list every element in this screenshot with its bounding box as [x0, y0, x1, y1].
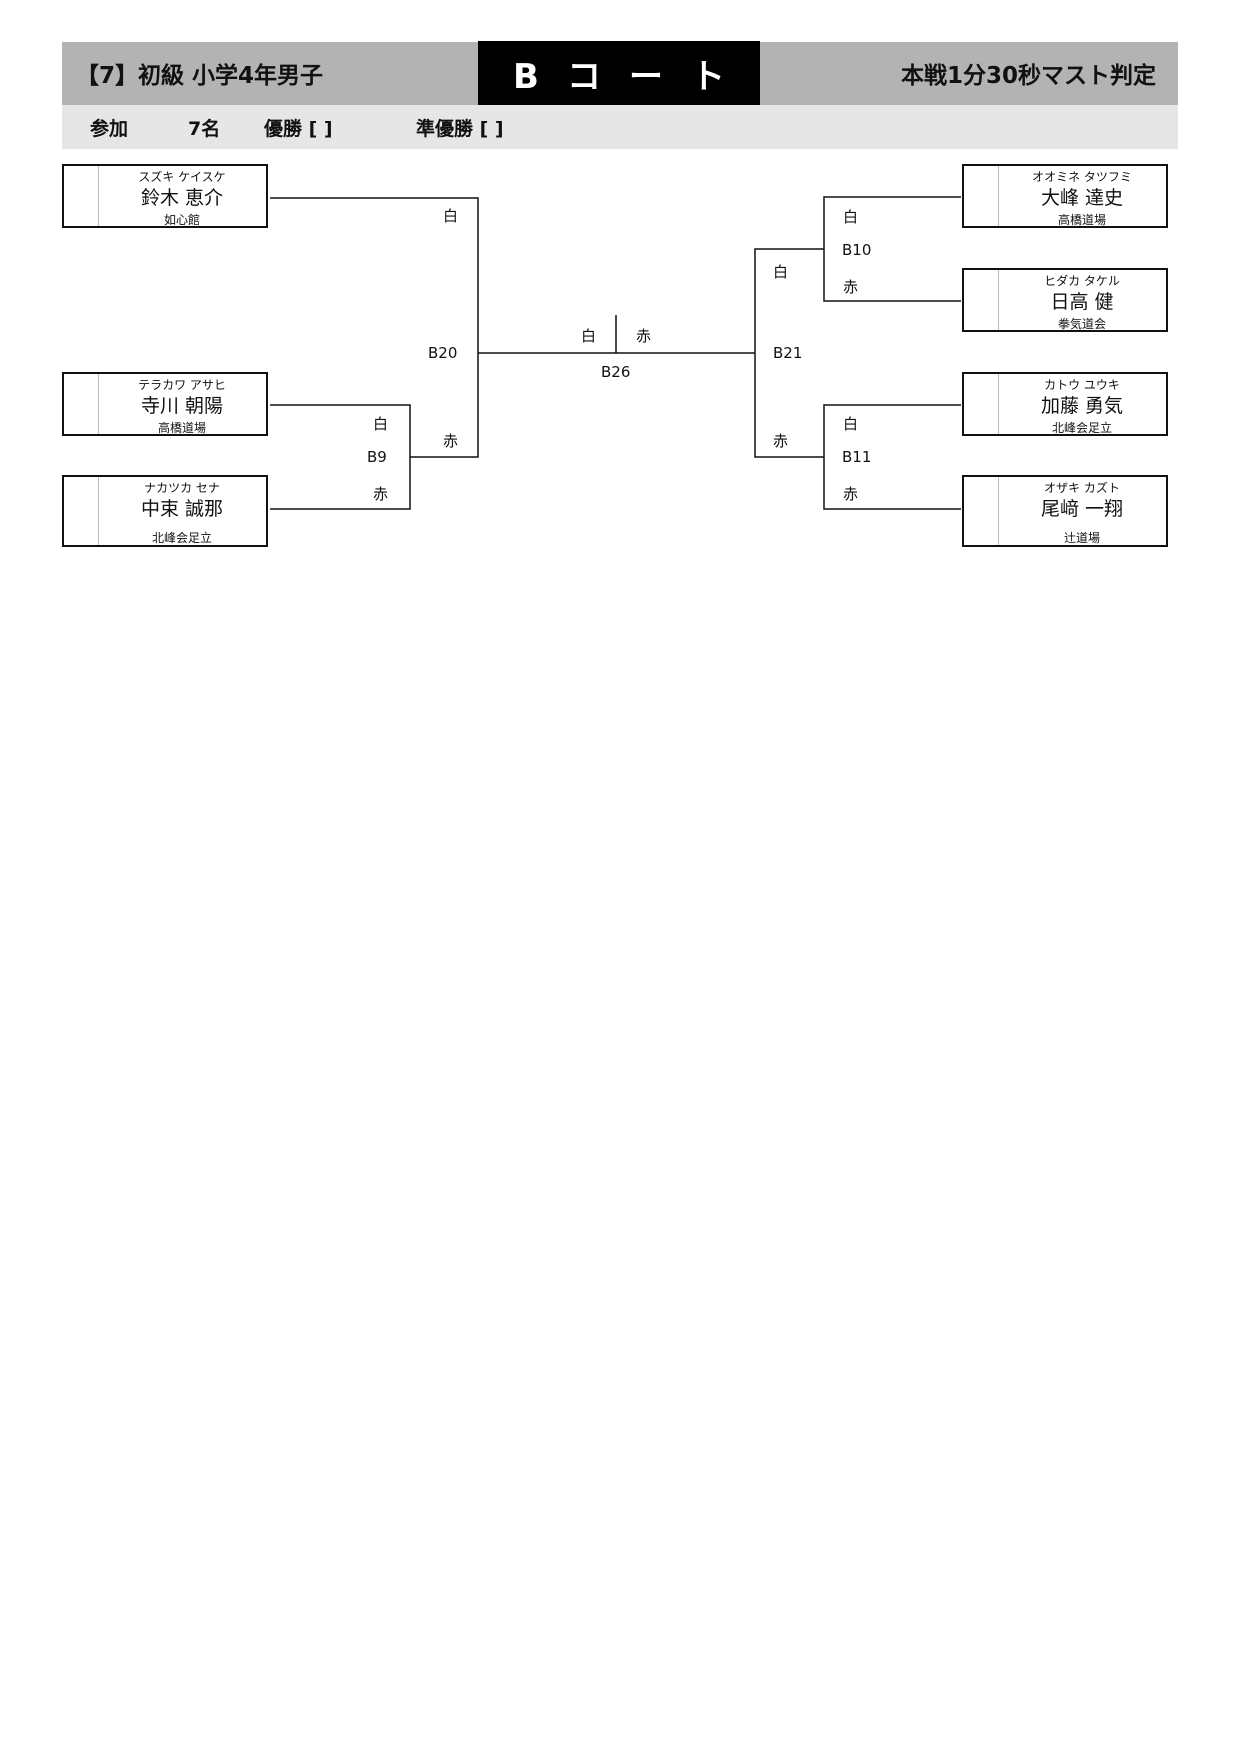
match-label-b26: B26	[601, 363, 631, 381]
winner-field: 優勝 [ ]	[264, 118, 333, 140]
entry-name: 寺川 朝陽	[140, 395, 224, 417]
line-left-2	[270, 404, 411, 510]
entry-name: 加藤 勇気	[1040, 395, 1124, 417]
entry-club: 高橋道場	[157, 421, 206, 435]
entry-club: 拳気道会	[1057, 317, 1106, 331]
entry-right-3: カトウ ユウキ 加藤 勇気 北峰会足立	[962, 372, 1168, 436]
entry-name: 尾﨑 一翔	[1040, 498, 1124, 520]
side-label-red: 赤	[373, 485, 389, 503]
entry-kana: スズキ ケイスケ	[138, 170, 226, 184]
side-label-white: 白	[843, 208, 859, 226]
match-label-b20: B20	[428, 344, 458, 362]
side-label-red: 赤	[843, 278, 859, 296]
runner-up-field: 準優勝 [ ]	[416, 118, 504, 140]
subheader-bar	[62, 105, 1178, 149]
entry-club: 如心館	[163, 213, 200, 227]
entry-kana: テラカワ アサヒ	[138, 378, 226, 392]
entry-name: 中束 誠那	[140, 498, 224, 520]
side-label-red: 赤	[843, 485, 859, 503]
entry-name: 鈴木 恵介	[140, 187, 224, 209]
line-left-1	[270, 197, 479, 458]
entry-kana: オオミネ タツフミ	[1032, 170, 1132, 184]
entry-right-4: オザキ カズト 尾﨑 一翔 辻道場	[962, 475, 1168, 547]
side-label-white: 白	[443, 207, 459, 225]
line-right-3	[823, 404, 961, 510]
participants-label: 参加	[90, 118, 129, 140]
match-label-b11: B11	[842, 448, 872, 466]
match-label-b9: B9	[367, 448, 387, 466]
match-label-b21: B21	[773, 344, 803, 362]
entry-club: 北峰会足立	[1051, 421, 1112, 435]
side-label-red: 赤	[636, 327, 652, 345]
entry-kana: カトウ ユウキ	[1044, 378, 1120, 392]
side-label-white: 白	[373, 415, 389, 433]
entry-club: 北峰会足立	[151, 531, 212, 545]
entry-left-3: ナカツカ セナ 中束 誠那 北峰会足立	[62, 475, 268, 547]
entry-right-2: ヒダカ タケル 日高 健 拳気道会	[962, 268, 1168, 332]
side-label-white: 白	[581, 327, 597, 345]
entry-kana: ヒダカ タケル	[1044, 274, 1120, 288]
division-title: 【7】初級 小学4年男子	[76, 63, 324, 89]
entry-name: 日高 健	[1050, 291, 1114, 313]
side-label-white: 白	[773, 263, 789, 281]
side-label-white: 白	[843, 415, 859, 433]
entry-left-1: スズキ ケイスケ 鈴木 恵介 如心館	[62, 164, 268, 228]
participants-count: 7名	[188, 118, 221, 140]
entry-club: 辻道場	[1063, 531, 1100, 545]
rule-label: 本戦1分30秒マスト判定	[900, 63, 1156, 89]
entry-left-2: テラカワ アサヒ 寺川 朝陽 高橋道場	[62, 372, 268, 436]
entry-club: 高橋道場	[1057, 213, 1106, 227]
side-label-red: 赤	[443, 432, 459, 450]
entry-kana: ナカツカ セナ	[144, 481, 220, 495]
court-label: Bコート	[478, 41, 760, 106]
entry-name: 大峰 達史	[1040, 187, 1124, 209]
side-label-red: 赤	[773, 432, 789, 450]
match-label-b10: B10	[842, 241, 872, 259]
line-right-2	[754, 248, 824, 458]
entry-kana: オザキ カズト	[1044, 481, 1120, 495]
entry-right-1: オオミネ タツフミ 大峰 達史 高橋道場	[962, 164, 1168, 228]
